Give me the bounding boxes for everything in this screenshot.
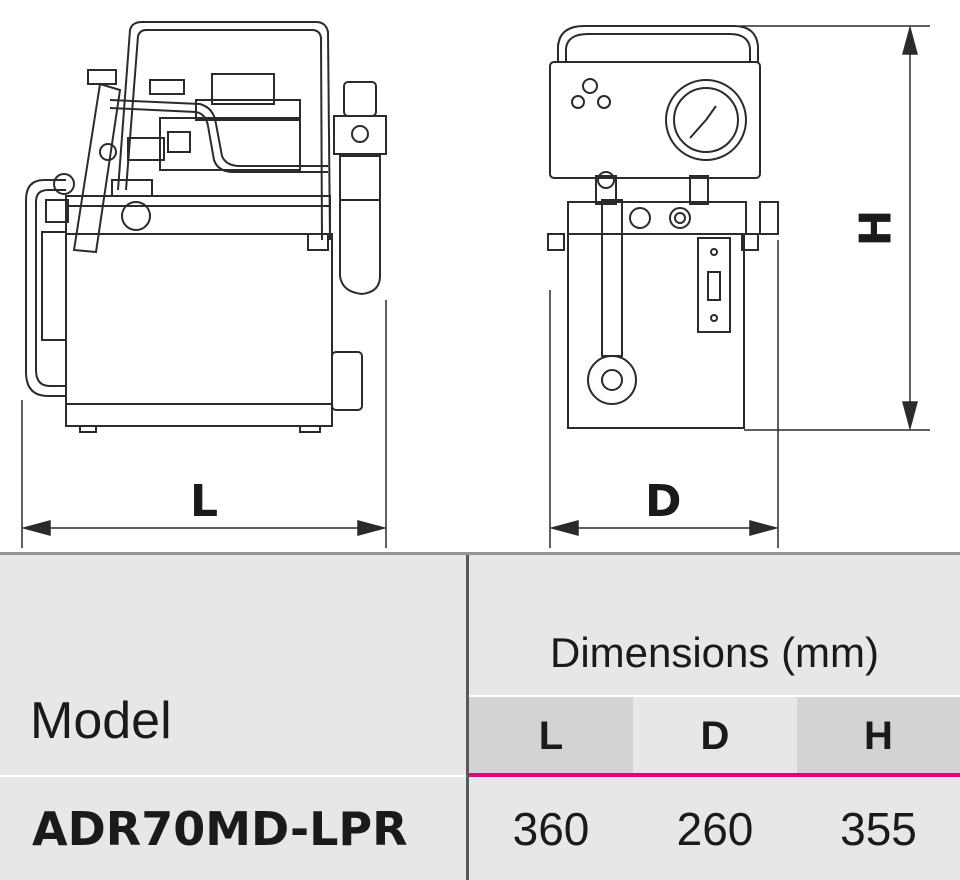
column-header-h: H — [797, 697, 960, 775]
dimension-d-lines — [549, 240, 779, 548]
column-header-l: L — [469, 697, 633, 775]
row-separator — [0, 775, 466, 777]
column-header-d: D — [633, 697, 797, 775]
table-vertical-divider — [466, 555, 469, 880]
side-view — [25, 21, 387, 433]
header-accent-line — [469, 773, 960, 777]
dimension-l-label: L — [190, 476, 219, 527]
spec-table: Model Dimensions (mm) L D H ADR70MD-LPR … — [0, 552, 960, 880]
value-d: 260 — [676, 802, 754, 855]
table-top-border — [0, 552, 960, 555]
dimensions-header: Dimensions (mm) — [549, 629, 880, 676]
pump-dimension-drawing — [21, 21, 930, 548]
dimension-l-lines — [21, 300, 387, 548]
model-name: ADR70MD-LPR — [32, 801, 408, 856]
model-header: Model — [30, 692, 172, 750]
dimensions-header-divider — [469, 695, 960, 697]
dimension-h-lines — [740, 25, 930, 431]
dimension-d-label: D — [645, 476, 682, 527]
front-view — [547, 25, 779, 429]
dimension-h-label: H — [850, 209, 902, 247]
value-h: 355 — [840, 802, 917, 855]
value-l: 360 — [512, 802, 590, 855]
